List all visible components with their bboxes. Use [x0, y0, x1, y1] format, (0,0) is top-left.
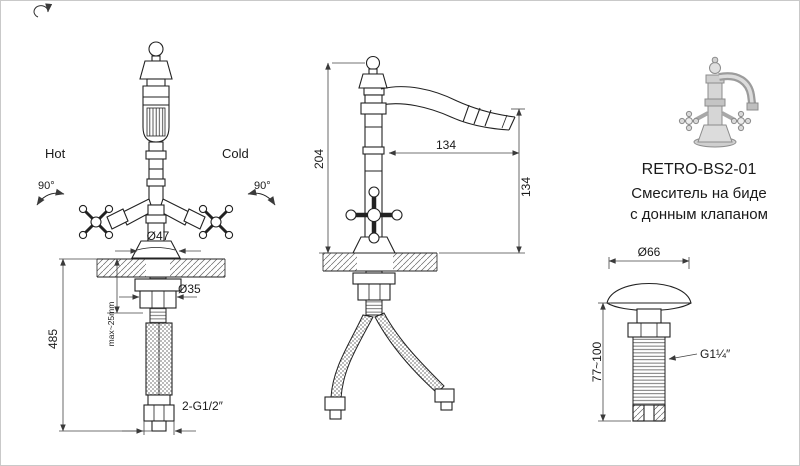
product-photo: [678, 56, 759, 148]
drain-valve-drawing: [606, 282, 692, 422]
dim-height-range: 77~100: [590, 341, 604, 383]
front-facing-cross-handle: [345, 186, 403, 244]
dim-hose-thread: 2-G1/2″: [182, 399, 223, 413]
dim-body-height: 204: [312, 148, 326, 170]
rotation-right-label: 90°: [254, 180, 271, 192]
front-view-drawing: [36, 41, 276, 432]
dim-spout-height: 134: [519, 176, 533, 198]
product-info: RETRO-BS2-01 Смеситель на биде с донным …: [599, 161, 799, 225]
rotate-arrow-left: [36, 188, 65, 206]
left-cross-handle: [78, 204, 114, 240]
dim-drain-thread: G1¼″: [700, 347, 731, 361]
dim-max-thickness: max~25mm: [106, 301, 116, 347]
rotation-left-label: 90°: [38, 180, 55, 192]
side-view-drawing: [322, 55, 516, 420]
dim-spout-reach: 134: [435, 138, 457, 152]
product-description-line2: с донным клапаном: [630, 206, 768, 223]
cold-label: Cold: [222, 146, 249, 161]
right-cross-handle: [198, 204, 234, 240]
hot-label: Hot: [45, 146, 66, 161]
front-view-dimensions: [59, 248, 201, 435]
product-model: RETRO-BS2-01: [641, 161, 757, 178]
projection-symbol: [33, 3, 53, 18]
side-view-dimensions: [319, 62, 525, 254]
dim-cap-diameter: Ø66: [637, 245, 661, 259]
rotate-arrow-right: [247, 188, 276, 206]
product-description-line1: Смеситель на биде: [631, 185, 767, 202]
dim-body-diameter: Ø47: [146, 229, 170, 243]
drain-valve-dimensions: [598, 257, 698, 422]
dim-shank-diameter: Ø35: [178, 282, 201, 296]
dim-total-height: 485: [46, 328, 60, 350]
